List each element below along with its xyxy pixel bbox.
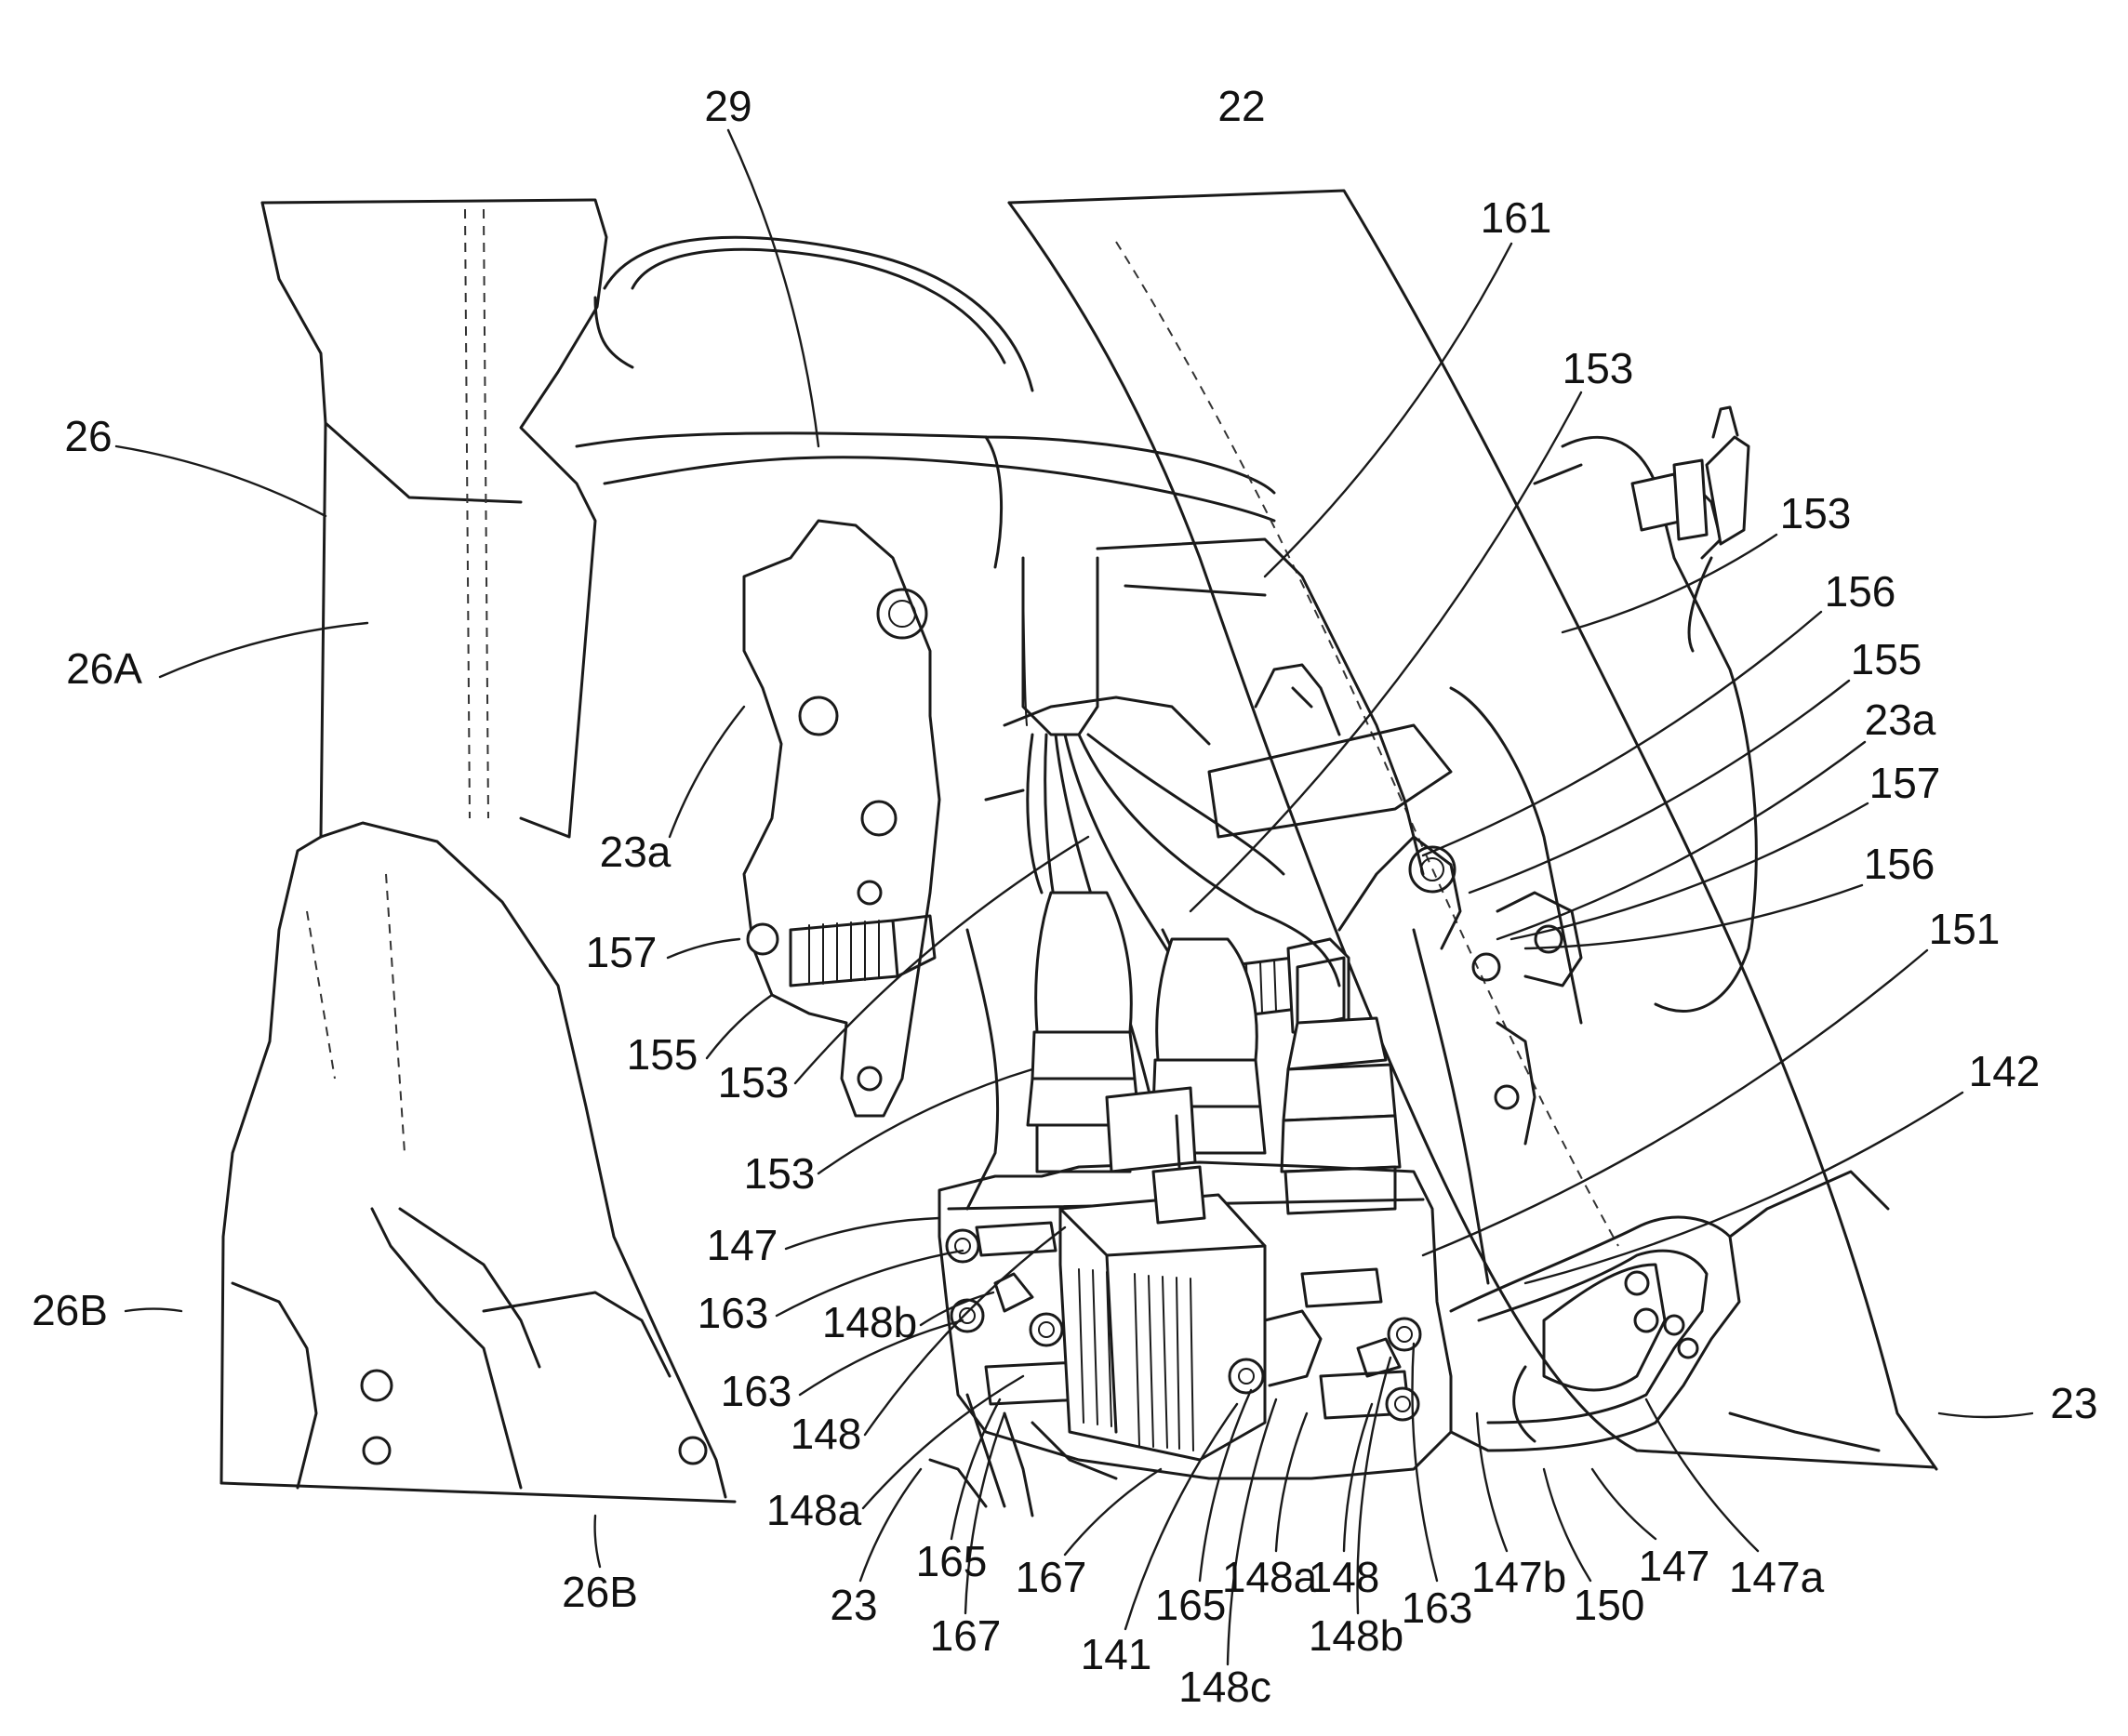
bracket-23a-left (744, 521, 939, 1116)
numeral-l-147b: 147b (1471, 1553, 1566, 1601)
numeral-l-165b: 165 (1155, 1581, 1227, 1629)
leader-l-26B-l (126, 1309, 181, 1311)
leader-l-23-r (1939, 1413, 2032, 1417)
numeral-l-157-l: 157 (586, 928, 658, 976)
leader-l-29 (728, 130, 818, 446)
numeral-l-153b: 153 (1780, 489, 1852, 537)
numeral-l-156b: 156 (1864, 840, 1935, 888)
numeral-l-155-l: 155 (627, 1030, 698, 1079)
leader-l-163c (1412, 1344, 1437, 1581)
connector-plug-right (1282, 1018, 1400, 1213)
leader-l-153b (1563, 535, 1776, 632)
leader-l-26A (160, 623, 367, 677)
leader-l-23-b (860, 1469, 921, 1581)
leader-l-153d (818, 1069, 1032, 1173)
numeral-l-153d: 153 (744, 1149, 816, 1198)
numeral-l-153c: 153 (718, 1058, 790, 1107)
numeral-l-23a-r: 23a (1865, 696, 1936, 744)
leader-l-147b (1477, 1413, 1507, 1551)
numeral-l-26A: 26A (66, 644, 142, 693)
numeral-l-148a-l: 148a (766, 1486, 862, 1534)
numeral-l-23-r: 23 (2050, 1379, 2097, 1427)
numeral-l-148b-l: 148b (822, 1298, 917, 1346)
numeral-l-148-l: 148 (791, 1410, 862, 1458)
numeral-l-156a: 156 (1825, 567, 1896, 616)
leader-l-148a-b (1276, 1413, 1307, 1551)
numeral-l-155a: 155 (1851, 635, 1922, 683)
numeral-l-150: 150 (1574, 1581, 1645, 1629)
numeral-l-163a: 163 (698, 1289, 769, 1337)
numeral-l-151: 151 (1929, 905, 2001, 953)
numeral-l-167b: 167 (1016, 1553, 1087, 1601)
numeral-l-26: 26 (64, 412, 112, 460)
numeral-l-148b-b: 148b (1309, 1611, 1403, 1660)
numeral-l-148c: 148c (1178, 1663, 1271, 1711)
numeral-l-29: 29 (704, 82, 751, 130)
tube-29 (577, 237, 1274, 567)
numeral-l-163c: 163 (1402, 1584, 1473, 1632)
leader-l-161 (1265, 244, 1511, 576)
leader-l-156b (1525, 885, 1862, 948)
numeral-l-23-b: 23 (830, 1581, 877, 1629)
leader-l-142 (1525, 1093, 1962, 1283)
leader-l-23a-l (670, 707, 744, 837)
leader-l-147a (1646, 1399, 1758, 1551)
numeral-l-23a-l: 23a (600, 828, 672, 876)
numeral-l-167a: 167 (930, 1611, 1002, 1660)
numeral-l-147-b: 147 (1639, 1542, 1710, 1590)
leader-l-26B-b (595, 1516, 600, 1567)
leader-l-155-l (707, 995, 772, 1058)
numeral-l-163b: 163 (721, 1367, 792, 1415)
numeral-l-26B-l: 26B (32, 1286, 108, 1334)
leader-l-167b (1065, 1469, 1161, 1555)
numeral-l-153a: 153 (1563, 344, 1634, 392)
leader-l-148-b (1344, 1404, 1372, 1551)
numeral-l-142: 142 (1969, 1047, 2041, 1095)
leader-l-147-l (786, 1218, 939, 1249)
leader-l-26 (116, 446, 326, 516)
numeral-l-26B-b: 26B (562, 1568, 638, 1616)
numeral-l-147-l: 147 (707, 1221, 778, 1269)
numeral-l-148-b: 148 (1309, 1553, 1380, 1601)
leader-l-157-r (1511, 803, 1868, 939)
numeral-l-157-r: 157 (1869, 759, 1941, 807)
numeral-l-147a: 147a (1729, 1553, 1825, 1601)
numeral-l-22: 22 (1217, 82, 1265, 130)
numeral-l-161: 161 (1481, 193, 1552, 242)
leader-l-147-b (1592, 1469, 1656, 1539)
leader-l-23a-r (1497, 742, 1865, 939)
numeral-l-141: 141 (1081, 1630, 1152, 1678)
leader-l-156a (1423, 612, 1821, 855)
numeral-l-148a-b: 148a (1222, 1553, 1318, 1601)
leader-l-157-l (668, 939, 739, 958)
top-right-fitting (1632, 407, 1749, 651)
numeral-l-165a: 165 (916, 1537, 988, 1585)
